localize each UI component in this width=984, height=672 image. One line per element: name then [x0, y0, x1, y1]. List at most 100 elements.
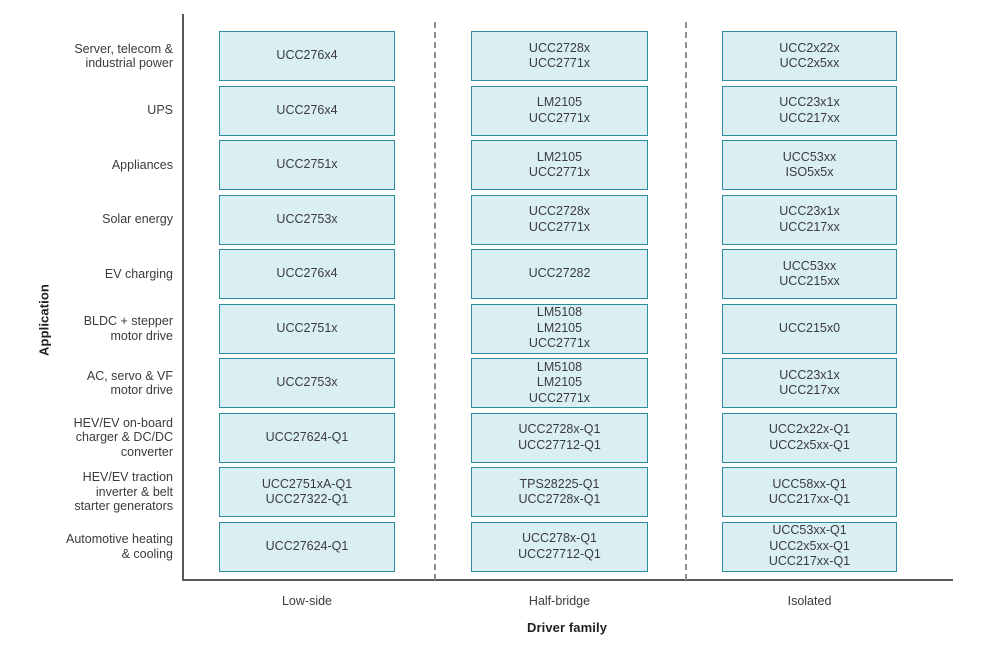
column-separator-2: [685, 22, 687, 580]
part-number: UCC2751x: [276, 320, 338, 335]
matrix-cell[interactable]: UCC276x4: [219, 31, 395, 81]
matrix-cell[interactable]: UCC27624-Q1: [219, 412, 395, 463]
part-number: LM2105: [536, 149, 583, 164]
matrix-cell[interactable]: UCC2751x: [219, 303, 395, 354]
part-number: UCC2x5xx: [779, 56, 840, 70]
part-number: UCC23x1x: [779, 204, 840, 218]
part-number: UCC215x0: [778, 320, 841, 335]
row-label: Appliances: [111, 157, 173, 172]
row-label: EV charging: [104, 266, 173, 281]
matrix-cell[interactable]: UCC276x4: [219, 85, 395, 136]
part-number: LM2105: [536, 320, 583, 335]
x-axis-tick-label: Low-side: [281, 594, 333, 608]
matrix-cell[interactable]: UCC2751x: [219, 140, 395, 190]
x-axis-tick-label: Isolated: [787, 594, 832, 608]
row-label: UPS: [147, 103, 173, 118]
part-number: UCC276x4: [276, 102, 338, 117]
part-number: UCC217xx: [779, 110, 840, 125]
matrix-cell[interactable]: UCC2753x: [219, 358, 395, 408]
part-number: UCC23x1x: [779, 367, 840, 382]
part-number: UCC217xx: [779, 219, 840, 234]
part-number: UCC2771x: [528, 165, 591, 179]
part-number: UCC27282: [528, 266, 591, 281]
part-number: UCC53xx-Q1: [772, 523, 847, 538]
part-number: UCC276x4: [276, 48, 338, 63]
part-number: UCC58xx-Q1: [772, 476, 847, 491]
part-number: UCC2771x: [528, 110, 591, 125]
part-number: UCC2728x-Q1: [518, 422, 601, 436]
part-number: UCC2753x: [276, 211, 338, 226]
part-number: UCC217xx: [779, 383, 840, 397]
part-number: UCC2728x-Q1: [518, 492, 601, 506]
matrix-cell[interactable]: UCC276x4: [219, 249, 395, 299]
row-label: Automotive heating& cooling: [65, 532, 173, 561]
part-number: UCC53xx: [782, 149, 837, 164]
part-number: UCC27624-Q1: [265, 429, 349, 444]
x-axis-tick-label: Half-bridge: [528, 594, 591, 608]
matrix-cell[interactable]: UCC215x0: [722, 303, 897, 354]
row-label: Solar energy: [102, 212, 173, 227]
part-number: ISO5x5x: [785, 165, 834, 179]
part-number: UCC2751xA-Q1: [261, 476, 353, 491]
part-number: UCC23x1x: [779, 95, 840, 109]
part-number: UCC2771x: [528, 56, 591, 70]
row-label: Server, telecom &industrial power: [74, 41, 173, 71]
part-number: UCC215xx: [779, 274, 840, 288]
part-number: LM5108: [536, 305, 583, 320]
part-number: TPS28225-Q1: [519, 476, 600, 491]
y-axis-line: [182, 14, 184, 581]
x-axis-title: Driver family: [526, 620, 608, 635]
part-number: UCC2753x: [276, 375, 338, 390]
part-number: UCC2x22x: [779, 40, 840, 55]
part-number: UCC278x-Q1: [521, 531, 598, 545]
matrix-cell[interactable]: UCC27624-Q1: [219, 521, 395, 572]
part-number: UCC2771x: [528, 219, 591, 234]
part-number: UCC2x5xx-Q1: [769, 437, 850, 452]
part-number: UCC2x22x-Q1: [768, 422, 851, 436]
part-number: LM5108: [536, 359, 583, 374]
part-number: UCC27712-Q1: [518, 437, 601, 452]
part-number: UCC2728x: [528, 204, 591, 218]
column-separator-1: [434, 22, 436, 580]
part-number: UCC217xx-Q1: [768, 492, 851, 506]
part-number: UCC53xx: [782, 258, 837, 273]
matrix-cell[interactable]: UCC27282: [471, 249, 648, 299]
part-number: UCC27624-Q1: [265, 538, 349, 553]
part-number: UCC2728x: [528, 40, 591, 55]
part-number: UCC27322-Q1: [265, 492, 349, 506]
part-number: UCC2771x: [528, 336, 591, 351]
part-number: UCC2771x: [528, 390, 591, 405]
part-number: UCC217xx-Q1: [768, 554, 851, 569]
part-number: LM2105: [536, 375, 583, 390]
part-number: UCC27712-Q1: [518, 546, 601, 561]
part-number: UCC276x4: [276, 266, 338, 281]
part-number: LM2105: [536, 95, 583, 109]
part-number: UCC2x5xx-Q1: [769, 538, 850, 553]
matrix-cell[interactable]: UCC2753x: [219, 194, 395, 245]
part-number: UCC2751x: [276, 157, 338, 172]
